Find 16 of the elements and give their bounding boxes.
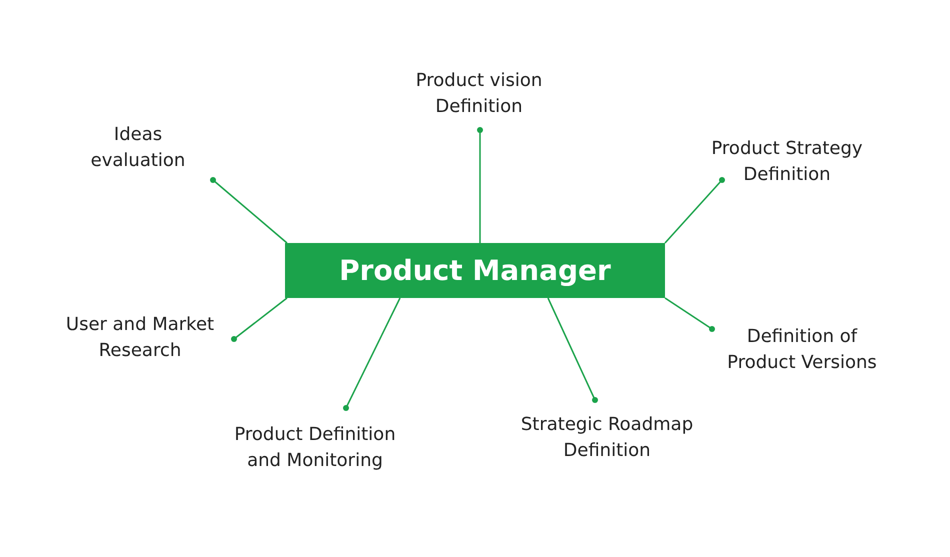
branch-label: Ideas evaluation: [90, 123, 186, 173]
branch-label: Product vision Definition: [414, 69, 544, 119]
connector-line: [231, 297, 288, 342]
central-box: [285, 243, 665, 298]
connector-line: [343, 298, 401, 411]
branch-label: Definition of Product Versions: [726, 325, 878, 375]
branch-label: Product Strategy Definition: [710, 137, 864, 187]
connector-line: [664, 177, 725, 244]
branch-label: Strategic Roadmap Definition: [520, 413, 694, 463]
connector-line: [477, 127, 483, 243]
connector-line: [664, 297, 715, 332]
connector-line: [210, 177, 288, 244]
central-title: Product Manager: [339, 254, 611, 288]
connector-line: [547, 298, 598, 403]
branch-label: User and Market Research: [64, 313, 216, 363]
branch-label: Product Definition and Monitoring: [233, 423, 397, 473]
